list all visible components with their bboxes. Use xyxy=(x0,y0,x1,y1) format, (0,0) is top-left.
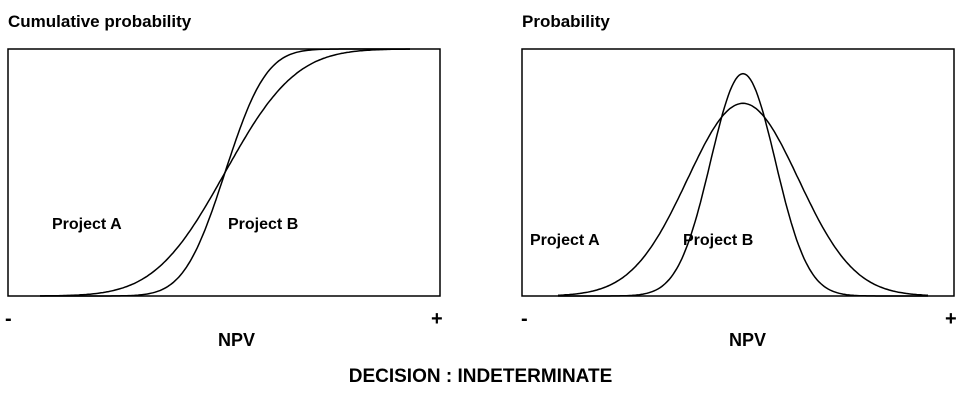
cumulative-chart xyxy=(7,48,441,297)
x-max-label-probability: + xyxy=(945,308,957,330)
decision-text: DECISION : INDETERMINATE xyxy=(348,366,613,387)
x-axis-label-cumulative: NPV xyxy=(218,330,256,350)
series-label-project-a-probability: Project A xyxy=(530,232,600,249)
chart-title-probability: Probability xyxy=(522,12,610,31)
series-label-project-b-probability: Project B xyxy=(683,232,754,249)
series-line-project-a-probability xyxy=(557,102,929,297)
plot-frame-probability xyxy=(521,48,955,297)
chart-title-cumulative: Cumulative probability xyxy=(8,12,192,31)
series-line-project-b-probability xyxy=(558,72,928,297)
x-axis-label-probability: NPV xyxy=(729,330,767,350)
series-line-project-b-cumulative xyxy=(40,48,410,297)
series-label-project-b-cumulative: Project B xyxy=(228,216,299,233)
probability-chart xyxy=(521,48,955,297)
series-label-project-a-cumulative: Project A xyxy=(52,216,122,233)
plot-frame-cumulative xyxy=(7,48,441,297)
x-max-label-cumulative: + xyxy=(431,308,443,330)
x-min-label-cumulative: - xyxy=(5,308,12,330)
x-min-label-probability: - xyxy=(521,308,528,330)
